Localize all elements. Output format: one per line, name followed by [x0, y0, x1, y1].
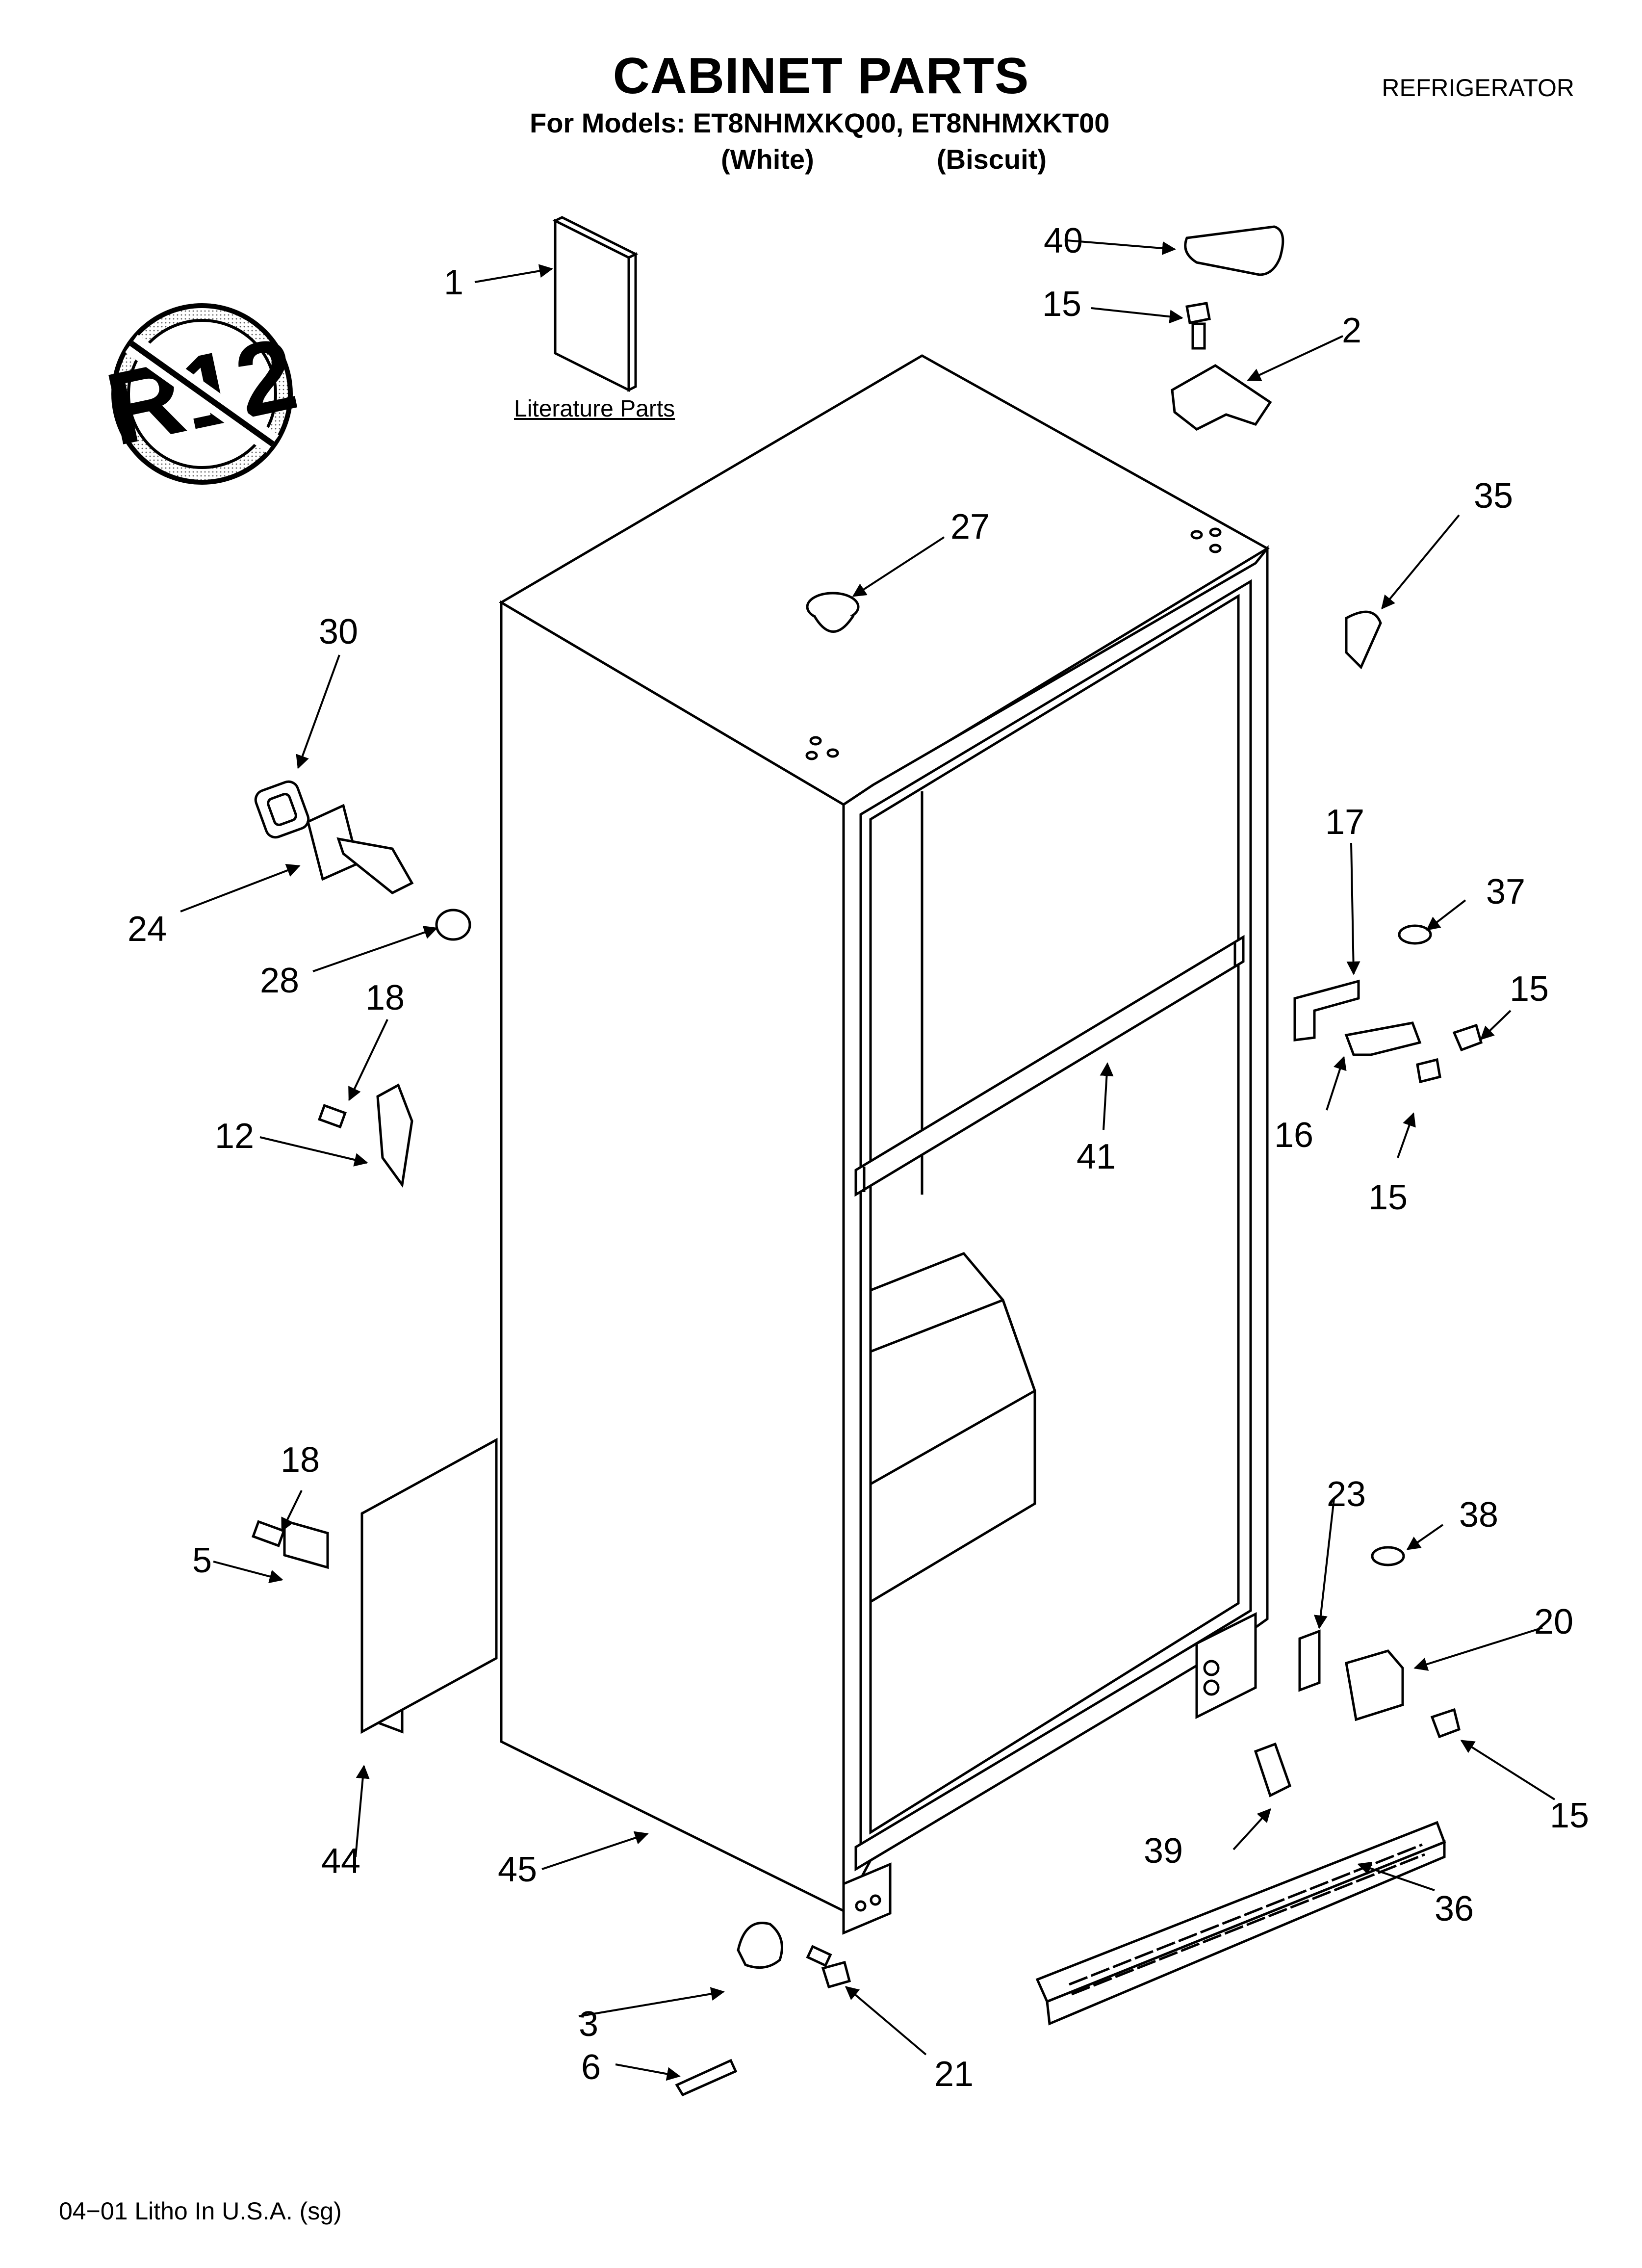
- callout-35: 35: [1474, 476, 1513, 516]
- callout-1: 1: [444, 263, 463, 302]
- top-hinge-icon: [1171, 364, 1272, 431]
- toe-grille-bracket-icon: [251, 1519, 329, 1569]
- toe-grille-icon: [1035, 1821, 1446, 2026]
- middle-hinge-icon: [1344, 1021, 1422, 1056]
- callout-12: 12: [215, 1117, 254, 1156]
- refrigerator-cabinet: [499, 354, 1270, 1935]
- variant-white: (White): [721, 144, 814, 175]
- callout-5: 5: [192, 1541, 212, 1580]
- grille-clip-icon: [1254, 1742, 1292, 1798]
- door-stop-bracket-icon: [1293, 979, 1360, 1042]
- callout-38: 38: [1459, 1495, 1498, 1535]
- cabinet-cover-icon: [360, 1437, 498, 1734]
- no-r12-icon: R12: [97, 303, 306, 485]
- grommet-icon: [435, 909, 471, 941]
- plug-button-icon: [806, 592, 860, 633]
- literature-booklet-icon: [552, 216, 639, 392]
- hinge-screw-icon: [1185, 302, 1211, 350]
- models-line: For Models: ET8NHMXKQ00, ET8NHMXKT00: [530, 107, 1110, 138]
- hinge-shim-icon: [1298, 1629, 1321, 1692]
- callout-17: 17: [1325, 803, 1364, 842]
- screw-15-middle-icon: [1416, 1023, 1483, 1084]
- callout-28: 28: [260, 961, 299, 1000]
- leveling-leg-icon: [307, 804, 414, 894]
- bottom-hinge-icon: [1345, 1649, 1404, 1721]
- callout-15-top: 15: [1042, 285, 1081, 324]
- callout-21: 21: [934, 2055, 974, 2094]
- callout-39: 39: [1144, 1831, 1183, 1871]
- handle-bracket-icon: [317, 1083, 413, 1188]
- literature-parts-label: Literature Parts: [514, 396, 675, 422]
- callout-41: 41: [1077, 1137, 1116, 1176]
- callout-2: 2: [1342, 311, 1361, 350]
- roller-assembly-icon: [675, 1922, 783, 2097]
- callout-30: 30: [319, 612, 358, 652]
- callout-18-lower: 18: [281, 1440, 320, 1480]
- door-stop-icon: [1345, 610, 1382, 670]
- callout-44: 44: [321, 1842, 360, 1881]
- variant-biscuit: (Biscuit): [937, 144, 1047, 175]
- callout-20: 20: [1534, 1602, 1573, 1642]
- callout-27: 27: [950, 507, 990, 547]
- print-footer: 04−01 Litho In U.S.A. (sg): [59, 2197, 342, 2225]
- callout-15-bottom: 15: [1550, 1796, 1589, 1835]
- category-label: REFRIGERATOR: [1382, 74, 1574, 102]
- callout-15-middle-lower: 15: [1368, 1178, 1408, 1217]
- callout-23: 23: [1327, 1475, 1366, 1514]
- callout-36: 36: [1435, 1889, 1474, 1929]
- callout-16: 16: [1274, 1116, 1313, 1155]
- bottom-hinge-screw-icon: [1430, 1708, 1461, 1739]
- hinge-cover-icon: [1184, 225, 1284, 276]
- washer-38-icon: [1371, 1546, 1405, 1566]
- bushing-icon: [254, 780, 310, 839]
- callout-15-middle-right: 15: [1510, 969, 1549, 1009]
- washer-37-icon: [1398, 924, 1432, 945]
- page-title: CABINET PARTS: [613, 48, 1029, 104]
- callout-3: 3: [579, 2005, 598, 2044]
- callout-24: 24: [128, 910, 167, 949]
- callout-18-upper: 18: [365, 978, 405, 1017]
- callout-40: 40: [1044, 221, 1083, 261]
- callout-6: 6: [581, 2048, 601, 2087]
- leader-arrows: [180, 239, 1556, 2081]
- callout-45: 45: [498, 1850, 537, 1889]
- callout-37: 37: [1486, 872, 1525, 912]
- leveling-screw-icon: [806, 1945, 851, 1989]
